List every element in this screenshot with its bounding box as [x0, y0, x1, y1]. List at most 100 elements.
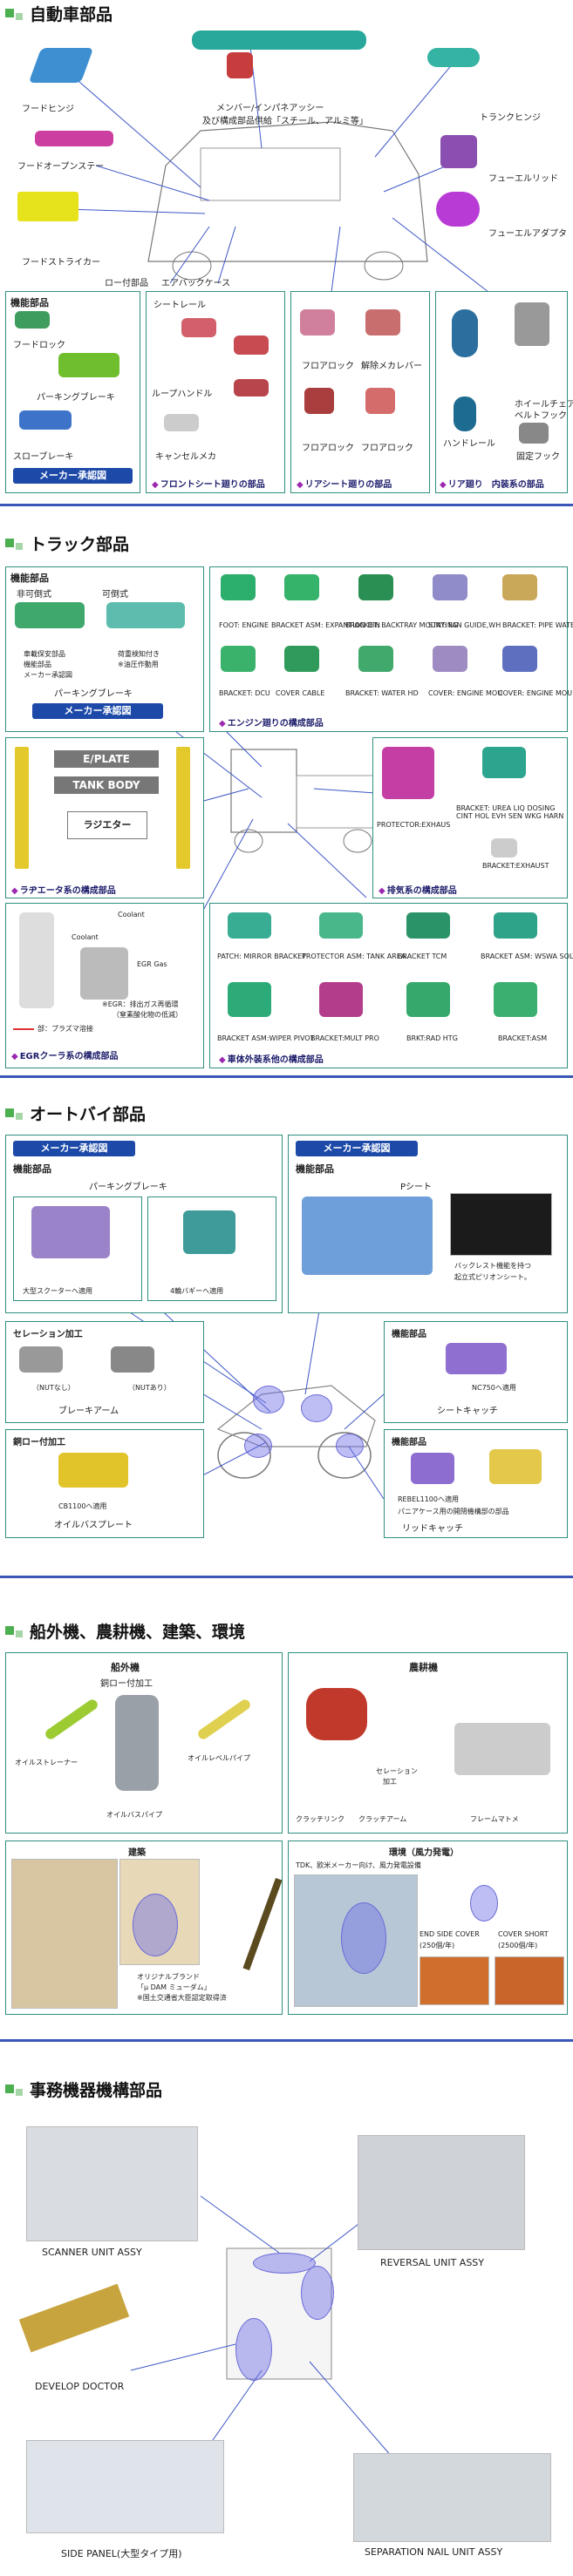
env-item-4: (2500個/年)	[498, 1942, 538, 1949]
build-photo-1	[11, 1859, 118, 2009]
auto-item-belt-hook: ベルトフック	[515, 411, 567, 421]
egr-coolant-1: Coolant	[118, 911, 145, 919]
seat-rail-part-2	[234, 336, 269, 355]
member-panel-part	[192, 31, 366, 50]
floor-lock-part	[300, 309, 335, 336]
divider-3	[0, 1576, 573, 1578]
egr-note-2: （窒素酸化物の低減）	[113, 1011, 182, 1019]
outboard-motor	[115, 1695, 159, 1791]
env-cover-1	[420, 1956, 489, 2005]
engine-item-10: COVER: ENGINE MOU	[498, 689, 573, 697]
bike-apply-buggy: 4輪バギーへ適用	[170, 1287, 224, 1295]
engine-part-6	[221, 646, 256, 672]
auto-item-cancel-mech: キャンセルメカ	[155, 452, 216, 462]
body-item-3: BRACKET TCM	[398, 952, 447, 960]
truck-bullet-2: 機能部品	[24, 661, 51, 668]
e-plate-label: E/PLATE	[54, 750, 159, 768]
body-part-8	[494, 982, 537, 1017]
lid-catch-part-2	[489, 1449, 542, 1484]
bike-nut-none: （NUTなし）	[32, 1384, 75, 1392]
truck-radiator-box: E/PLATE TANK BODY ラジエター ラヂエータ系の構成部品	[5, 737, 204, 898]
seat-catch-part	[446, 1343, 507, 1374]
bike-desc-1: バックレスト機能を持つ	[454, 1262, 531, 1270]
section-header-marine: 船外機、農耕機、建築、環境	[5, 1619, 245, 1642]
bike-sub-scooter: 大型スクーターへ適用	[13, 1196, 142, 1301]
body-part-1	[228, 912, 271, 939]
engine-item-4: STAY: FAN GUIDE,WH	[428, 621, 501, 629]
auto-item-loop-handle: ループハンドル	[152, 390, 213, 399]
reversal-unit-photo	[358, 2135, 525, 2250]
section-title-office: 事務機器機構部品	[30, 2080, 163, 2100]
bike-sub-buggy: 4輪バギーへ適用	[147, 1196, 276, 1301]
bike-desc-6: パニアケース用の開閉機構部の部品	[398, 1508, 509, 1515]
exhaust-item-1: PROTECTOR:EXHAUS	[377, 821, 451, 829]
auto-item-fixed-hook: 固定フック	[516, 452, 560, 462]
marine-build-box: 建築 オリジナルブランド 「μ DAM ミューダム」 ※国土交通省大臣認定取得済	[5, 1840, 283, 2015]
truck-engine-box: FOOT: ENGINE BRACKET ASM: EXPANTION DIN …	[209, 566, 573, 732]
bike-title-6: 機能部品	[392, 1438, 426, 1447]
bike-title-3: セレーション加工	[13, 1330, 83, 1339]
handrail-part-2	[454, 397, 476, 431]
body-part-2	[319, 912, 363, 939]
body-item-1: PATCH: MIRROR BRACKET	[217, 952, 307, 960]
exhaust-caption: 排気系の構成部品	[379, 883, 457, 896]
auto-item-parking-brake: パーキングブレーキ	[37, 393, 115, 403]
scooter-brake-part	[31, 1206, 110, 1258]
bike-title-5: 銅ロー付加工	[13, 1438, 65, 1447]
engine-item-3: BRACKET: BACKTRAY MOUNTING	[345, 621, 459, 629]
egr-legend: 部：プラズマ溶接	[38, 1025, 93, 1033]
bike-box-5: 銅ロー付加工 CB1100へ適用 オイルバスプレート	[5, 1429, 204, 1538]
label-trunk-hinge: トランクヒンジ	[480, 113, 541, 123]
section-header-bike: オートバイ部品	[5, 1102, 146, 1124]
engine-item-8: BRACKET: WATER HD	[345, 689, 419, 697]
exhaust-bracket-2	[491, 838, 517, 858]
auto-rear-box: ホイールチェア ベルトフック ハンドレール 固定フック リア廻り 内装系の部品	[435, 291, 573, 493]
env-title: 環境（風力発電）	[389, 1848, 459, 1858]
radiator-side-right	[176, 747, 190, 869]
engine-part-2	[284, 574, 319, 600]
side-panel-photo	[26, 2440, 224, 2533]
wheelchair-part	[515, 302, 549, 346]
engine-item-6: BRACKET: DCU	[219, 689, 270, 697]
marine-outboard-box: 船外機 銅ロー付加工 オイルストレーナー オイルレベルパイプ オイルバスパイプ	[5, 1652, 283, 1834]
engine-part-1	[221, 574, 256, 600]
floor-lock-part-3	[365, 388, 395, 414]
lid-catch-part-1	[411, 1453, 454, 1484]
section-title-bike: オートバイ部品	[30, 1104, 147, 1124]
office-highlight-1	[253, 2253, 316, 2274]
engine-caption: エンジン廻りの構成部品	[219, 715, 324, 729]
label-hood-open-stay: フードオープンステー	[17, 162, 105, 172]
fuel-adapter-part	[436, 192, 480, 227]
office-highlight-2	[301, 2266, 334, 2320]
bike-part-1: パーキングブレーキ	[89, 1183, 167, 1192]
auto-rear-caption: リア廻り 内装系の部品	[440, 477, 544, 490]
engine-part-3	[358, 574, 393, 600]
bike-highlight-2	[301, 1394, 332, 1422]
build-brand-2: 「μ DAM ミューダム」	[137, 1983, 211, 1991]
bike-apply-nc750: NC750へ適用	[472, 1384, 516, 1392]
divider-2	[0, 1075, 573, 1078]
body-part-6	[319, 982, 363, 1017]
bike-title-2: 機能部品	[296, 1163, 334, 1175]
seat-rail-part	[181, 318, 216, 337]
env-item-3: COVER SHORT	[498, 1930, 549, 1938]
farm-item-2: クラッチアーム	[358, 1815, 407, 1823]
auto-item-slow-brake: スローブレーキ	[13, 452, 74, 462]
body-item-6: BRACKET:MULT PRO	[310, 1034, 379, 1042]
engine-part-9	[433, 646, 467, 672]
label-low-part: ロー付部品	[105, 279, 148, 288]
engine-part-5	[502, 574, 537, 600]
marine-env-box: 環境（風力発電） TDK、欧米メーカー向け、風力発電設備 END SIDE CO…	[288, 1840, 568, 2015]
section-title-truck: トラック部品	[30, 534, 130, 554]
section-header-auto: 自動車部品	[5, 2, 113, 24]
oil-bath-plate-part	[58, 1453, 128, 1488]
bike-part-3: ブレーキアーム	[58, 1407, 119, 1416]
p-seat-part	[302, 1196, 433, 1275]
office-item-5: SEPARATION NAIL UNIT ASSY	[365, 2546, 503, 2558]
bike-box-6: 機能部品 REBEL1100へ適用 パニアケース用の開閉機構部の部品 リッドキャ…	[384, 1429, 568, 1538]
exhaust-item-2: BRACKET: UREA LIQ DOSING CINT HOL EVH SE…	[456, 804, 564, 820]
trunk-hinge-part	[427, 48, 480, 67]
egr-cooler-left	[19, 912, 54, 1008]
auto-rear-seat-caption: リアシート廻りの部品	[297, 477, 392, 490]
body-part-5	[228, 982, 271, 1017]
